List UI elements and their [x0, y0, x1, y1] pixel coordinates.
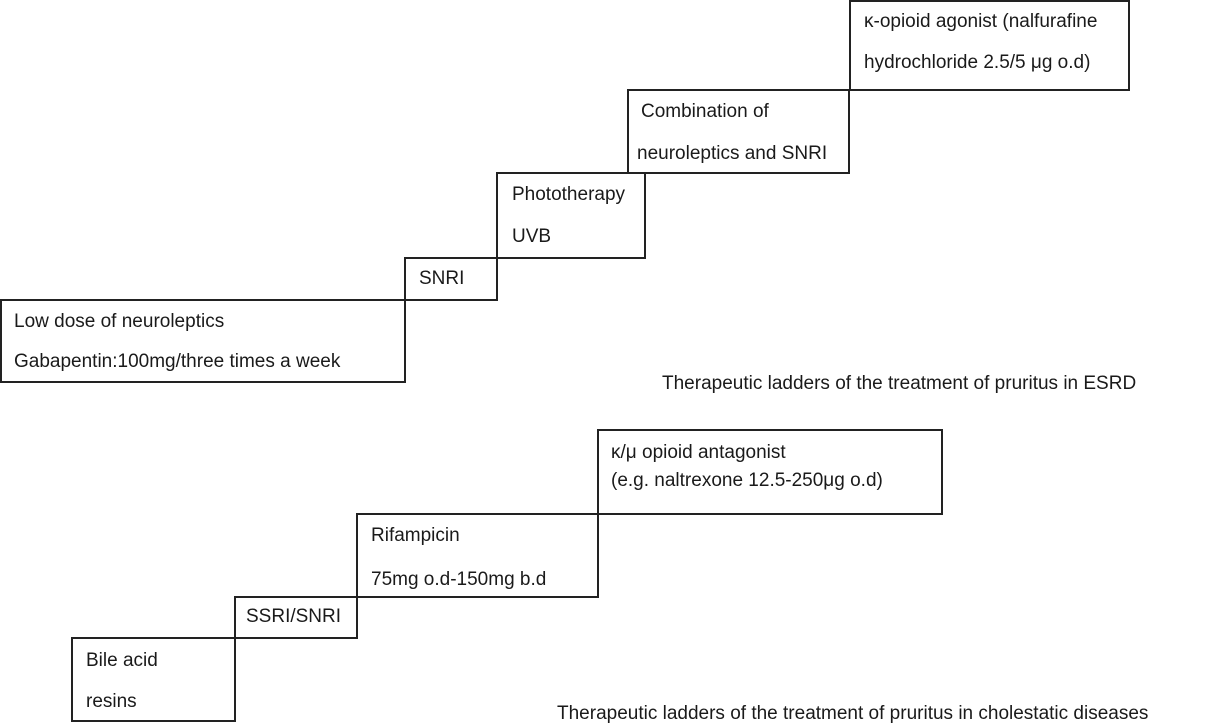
esrd-step-3-line-1: Phototherapy [512, 184, 626, 205]
esrd-step-2-box: SNRI [404, 257, 498, 301]
esrd-step-4-line-1: Combination of [641, 101, 769, 122]
esrd-step-3-line-2: UVB [512, 226, 552, 247]
cholestatic-step-1-box: Bile acid resins [71, 637, 236, 722]
esrd-step-3-box: Phototherapy UVB [496, 172, 646, 259]
cholestatic-step-3-line-1: Rifampicin [371, 525, 460, 546]
esrd-step-2-line-1: SNRI [419, 268, 465, 289]
cholestatic-step-4-box: κ/μ opioid antagonist (e.g. naltrexone 1… [597, 429, 943, 515]
cholestatic-step-4-line-2: (e.g. naltrexone 12.5-250μg o.d) [611, 470, 883, 491]
cholestatic-step-1-line-2: resins [86, 691, 137, 712]
esrd-step-5-line-2: hydrochloride 2.5/5 μg o.d) [864, 52, 1091, 73]
esrd-step-5-line-1: κ-opioid agonist (nalfurafine [864, 11, 1098, 32]
cholestatic-step-1-line-1: Bile acid [86, 650, 158, 671]
cholestatic-step-2-line-1: SSRI/SNRI [246, 606, 342, 627]
esrd-step-4-line-2: neuroleptics and SNRI [637, 143, 828, 164]
cholestatic-step-3-line-2: 75mg o.d-150mg b.d [371, 569, 547, 590]
esrd-step-4-box: Combination of neuroleptics and SNRI [627, 89, 850, 174]
esrd-caption: Therapeutic ladders of the treatment of … [662, 373, 1137, 394]
cholestatic-step-3-box: Rifampicin 75mg o.d-150mg b.d [356, 513, 599, 598]
esrd-step-1-line-1: Low dose of neuroleptics [14, 311, 225, 332]
cholestatic-step-4-line-1: κ/μ opioid antagonist [611, 442, 786, 463]
esrd-step-1-box: Low dose of neuroleptics Gabapentin:100m… [0, 299, 406, 383]
esrd-step-5-box: κ-opioid agonist (nalfurafine hydrochlor… [849, 0, 1130, 91]
cholestatic-step-2-box: SSRI/SNRI [234, 596, 358, 639]
esrd-step-1-line-2: Gabapentin:100mg/three times a week [14, 351, 341, 372]
cholestatic-caption: Therapeutic ladders of the treatment of … [557, 703, 1149, 724]
